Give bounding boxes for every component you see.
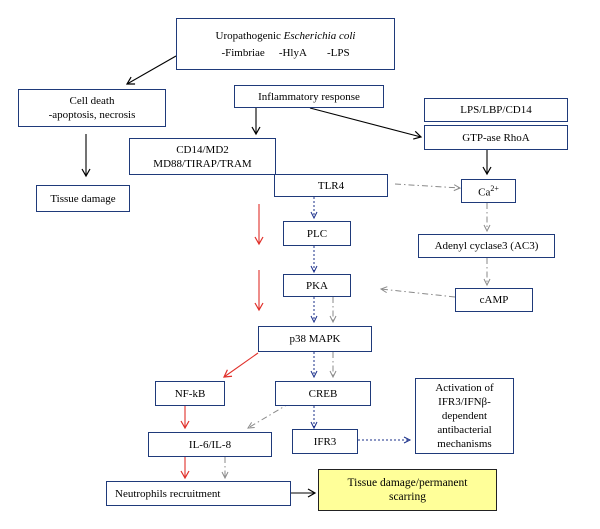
antibacterial-activation-node: Activation of IFR3/IFNβ- dependent antib… bbox=[415, 378, 514, 454]
upec-factors: -Fimbriae -HlyA -LPS bbox=[221, 46, 349, 60]
calcium-node: Ca2+ bbox=[461, 179, 516, 203]
tissue-damage-node: Tissue damage bbox=[36, 185, 130, 212]
upec-node: Uropathogenic Escherichia coli -Fimbriae… bbox=[176, 18, 395, 70]
cell-death-title: Cell death bbox=[69, 95, 115, 107]
upec-title: Uropathogenic Escherichia coli bbox=[215, 29, 356, 42]
pka-node: PKA bbox=[283, 274, 351, 297]
gtpase-rhoa-node: GTP-ase RhoA bbox=[424, 125, 568, 150]
factor-fimbriae: -Fimbriae bbox=[221, 46, 265, 59]
p38-mapk-node: p38 MAPK bbox=[258, 326, 372, 352]
tissue-damage-scarring-node: Tissue damage/permanent scarring bbox=[318, 469, 497, 511]
lps-lbp-cd14-node: LPS/LBP/CD14 bbox=[424, 98, 568, 122]
plc-node: PLC bbox=[283, 221, 351, 246]
tlr4-node: TLR4 bbox=[274, 174, 388, 197]
ac3-node: Adenyl cyclase3 (AC3) bbox=[418, 234, 555, 258]
cell-death-node: Cell death -apoptosis, necrosis bbox=[18, 89, 166, 127]
blue-dotted-arrows bbox=[310, 197, 412, 444]
neutrophils-recruitment-node: Neutrophils recruitment bbox=[106, 481, 291, 506]
cell-death-subtitle: -apoptosis, necrosis bbox=[48, 109, 136, 121]
gray-dashdot-arrows bbox=[221, 183, 491, 480]
inflammatory-response-node: Inflammatory response bbox=[234, 85, 384, 108]
camp-node: cAMP bbox=[455, 288, 533, 312]
cd14-md2-node: CD14/MD2 MD88/TIRAP/TRAM bbox=[129, 138, 276, 175]
solid-arrows bbox=[81, 55, 492, 498]
factor-hlya: -HlyA bbox=[278, 46, 307, 59]
nfkb-node: NF-kB bbox=[155, 381, 225, 406]
factor-lps: -LPS bbox=[326, 46, 350, 59]
creb-node: CREB bbox=[275, 381, 371, 406]
il6-il8-node: IL-6/IL-8 bbox=[148, 432, 272, 457]
ifr3-node: IFR3 bbox=[292, 429, 358, 454]
red-arrows bbox=[180, 204, 264, 480]
